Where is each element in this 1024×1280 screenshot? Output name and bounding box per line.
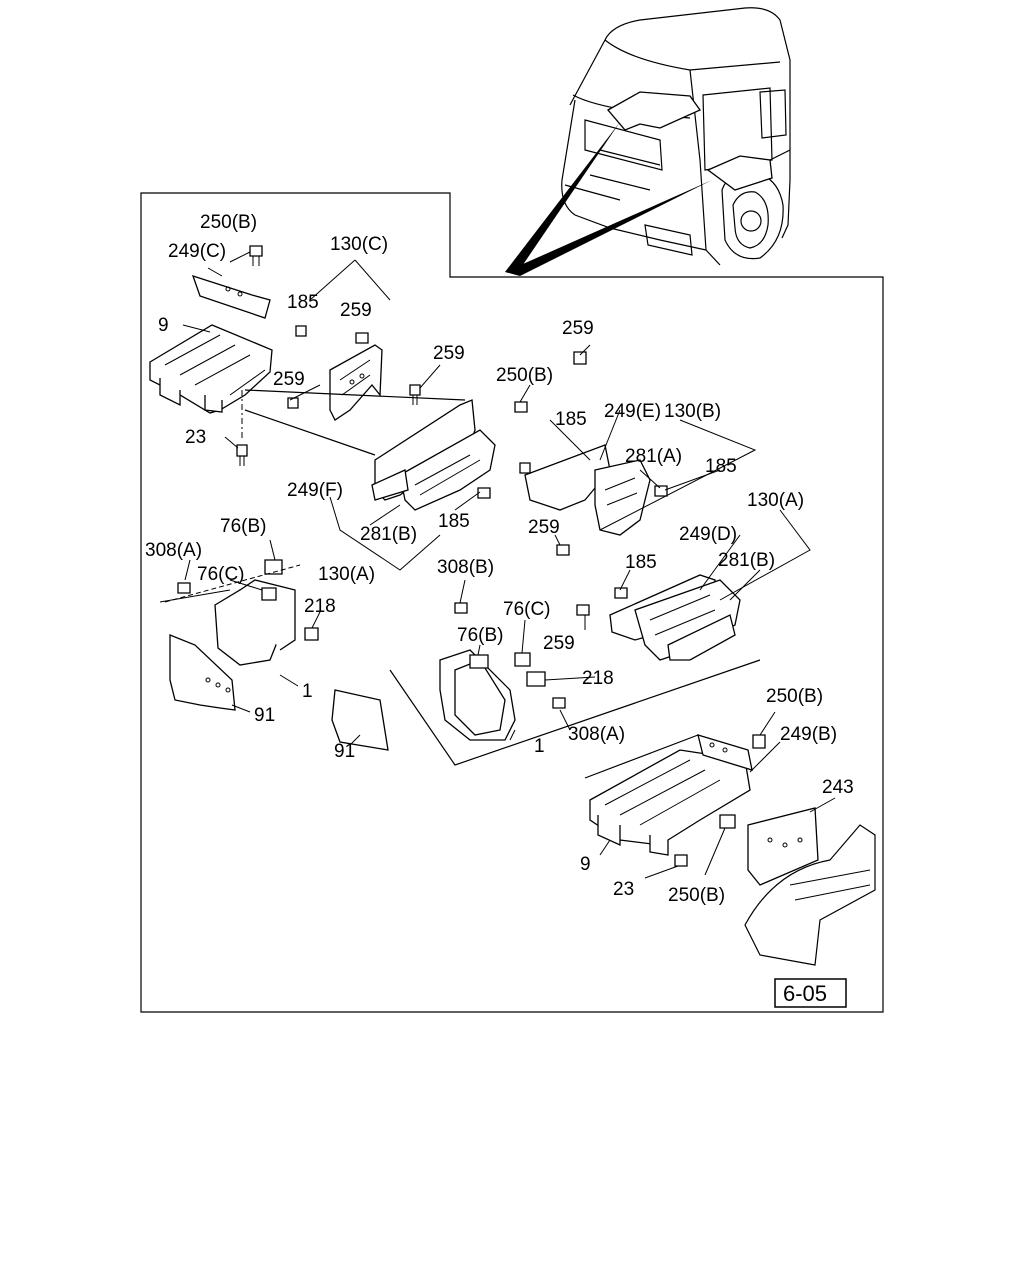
callout-label: 249(F) [287, 480, 343, 501]
callout-label: 218 [582, 668, 614, 689]
callout-label: 259 [273, 369, 305, 390]
callout-label: 259 [562, 318, 594, 339]
callout-label: 76(C) [197, 564, 245, 585]
callout-label: 259 [433, 343, 465, 364]
callout-label: 185 [555, 409, 587, 430]
reference-box: 6-05 [774, 978, 847, 1008]
callout-label: 185 [625, 552, 657, 573]
callout-label: 23 [613, 879, 634, 900]
callout-label: 76(B) [220, 516, 266, 537]
callout-label: 308(B) [437, 557, 494, 578]
callout-label: 185 [438, 511, 470, 532]
callout-label: 91 [334, 741, 355, 762]
callout-label: 250(B) [200, 212, 257, 233]
callout-label: 9 [580, 854, 591, 875]
callout-label: 130(A) [318, 564, 375, 585]
callout-label: 259 [543, 633, 575, 654]
callout-label: 250(B) [668, 885, 725, 906]
bracket-130c [287, 325, 421, 421]
bracket-130b [514, 351, 668, 556]
callout-label: 281(B) [360, 524, 417, 545]
truck-cab-illustration [505, 7, 791, 276]
callout-label: 249(E) [604, 401, 661, 422]
callout-label: 281(B) [718, 550, 775, 571]
callout-label: 250(B) [496, 365, 553, 386]
callout-label: 308(A) [568, 724, 625, 745]
reference-box-label: 6-05 [783, 981, 827, 1006]
callout-label: 249(C) [168, 241, 226, 262]
callout-label: 243 [822, 777, 854, 798]
callout-label: 91 [254, 705, 275, 726]
diagram-border [140, 192, 884, 1013]
callout-label: 259 [340, 300, 372, 321]
step-lower-right [584, 734, 876, 966]
bracket-130a-left [244, 389, 496, 511]
callout-label: 250(B) [766, 686, 823, 707]
callout-label: 249(B) [780, 724, 837, 745]
callout-label: 130(C) [330, 234, 388, 255]
callout-label: 308(A) [145, 540, 202, 561]
callout-label: 281(A) [625, 446, 682, 467]
step-upper-left [149, 245, 273, 466]
mudguard-left [164, 559, 319, 711]
callout-label: 9 [158, 315, 169, 336]
callout-label: 130(A) [747, 490, 804, 511]
callout-label: 185 [287, 292, 319, 313]
callout-label: 130(B) [664, 401, 721, 422]
callout-label: 76(C) [503, 599, 551, 620]
callout-labels: 250(B) 249(C) 130(C) 185 259 9 259 259 2… [145, 212, 854, 906]
leader-lines [159, 251, 836, 879]
callout-label: 76(B) [457, 625, 503, 646]
callout-label: 1 [534, 736, 545, 757]
callout-label: 218 [304, 596, 336, 617]
mudguard-center [331, 602, 761, 766]
callout-label: 185 [705, 456, 737, 477]
callout-label: 23 [185, 427, 206, 448]
callout-label: 259 [528, 517, 560, 538]
callout-label: 1 [302, 681, 313, 702]
callout-label: 249(D) [679, 524, 737, 545]
bracket-130a-right [576, 574, 741, 661]
